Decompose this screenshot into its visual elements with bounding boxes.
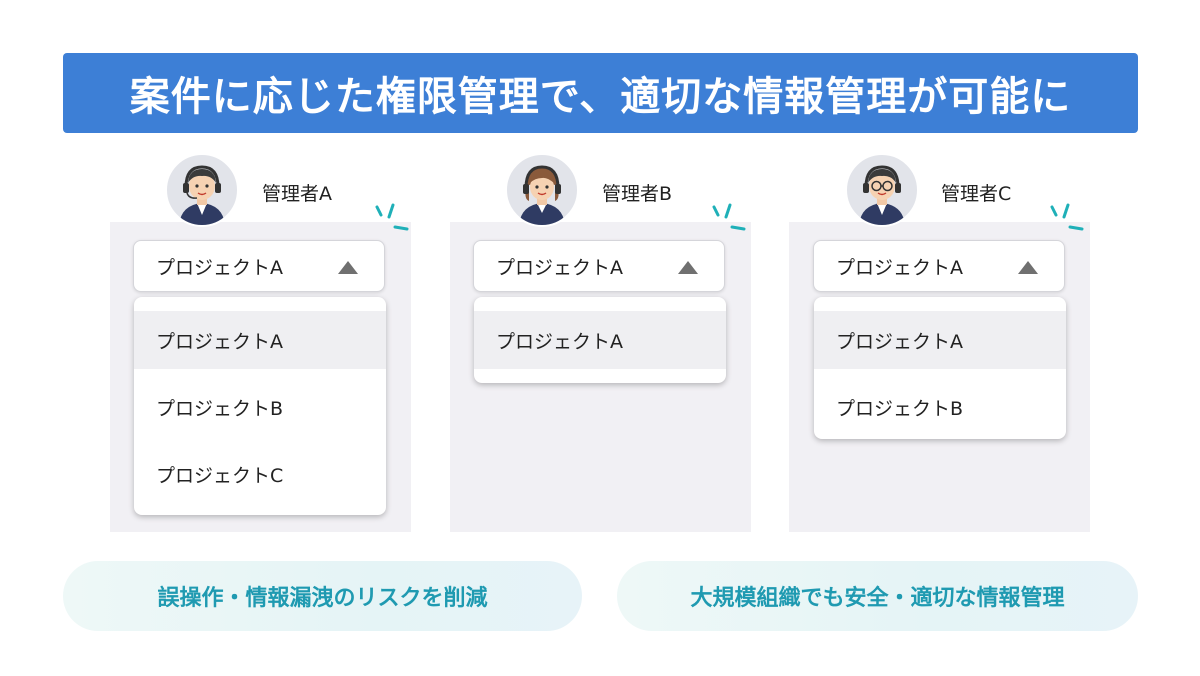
select-value: プロジェクトA xyxy=(496,256,623,279)
admin-b-project-select[interactable]: プロジェクトA xyxy=(473,240,725,292)
caret-up-icon xyxy=(1018,261,1038,274)
admin-b-name: 管理者B xyxy=(602,183,673,205)
admin-a-avatar xyxy=(165,153,239,227)
caret-up-icon xyxy=(678,261,698,274)
menu-option[interactable]: プロジェクトB xyxy=(836,397,964,420)
admin-c-avatar xyxy=(845,153,919,227)
admin-c-project-select[interactable]: プロジェクトA xyxy=(813,240,1065,292)
benefit-text: 大規模組織でも安全・適切な情報管理 xyxy=(690,586,1065,611)
menu-option[interactable]: プロジェクトC xyxy=(156,464,284,487)
benefit-pill: 大規模組織でも安全・適切な情報管理 xyxy=(617,561,1138,631)
admin-a-project-menu: プロジェクトA プロジェクトB プロジェクトC xyxy=(134,297,386,515)
admin-c-name: 管理者C xyxy=(941,183,1012,205)
admin-b-project-menu: プロジェクトA xyxy=(474,297,726,383)
benefit-pill: 誤操作・情報漏洩のリスクを削減 xyxy=(63,561,582,631)
menu-option[interactable]: プロジェクトA xyxy=(814,311,1066,369)
page-title: 案件に応じた権限管理で、適切な情報管理が可能に xyxy=(129,74,1072,120)
admin-a-name: 管理者A xyxy=(262,183,332,205)
sparkle-icon xyxy=(1050,203,1084,231)
select-value: プロジェクトA xyxy=(156,256,283,279)
admin-a-project-select[interactable]: プロジェクトA xyxy=(133,240,385,292)
benefit-text: 誤操作・情報漏洩のリスクを削減 xyxy=(157,586,488,611)
admin-c-project-menu: プロジェクトA プロジェクトB xyxy=(814,297,1066,439)
title-banner: 案件に応じた権限管理で、適切な情報管理が可能に xyxy=(63,53,1138,133)
menu-option[interactable]: プロジェクトA xyxy=(474,311,726,369)
menu-option[interactable]: プロジェクトA xyxy=(134,311,386,369)
select-value: プロジェクトA xyxy=(836,256,963,279)
sparkle-icon xyxy=(712,203,746,231)
admin-b-avatar xyxy=(505,153,579,227)
caret-up-icon xyxy=(338,261,358,274)
sparkle-icon xyxy=(375,203,409,231)
menu-option[interactable]: プロジェクトB xyxy=(156,397,284,420)
